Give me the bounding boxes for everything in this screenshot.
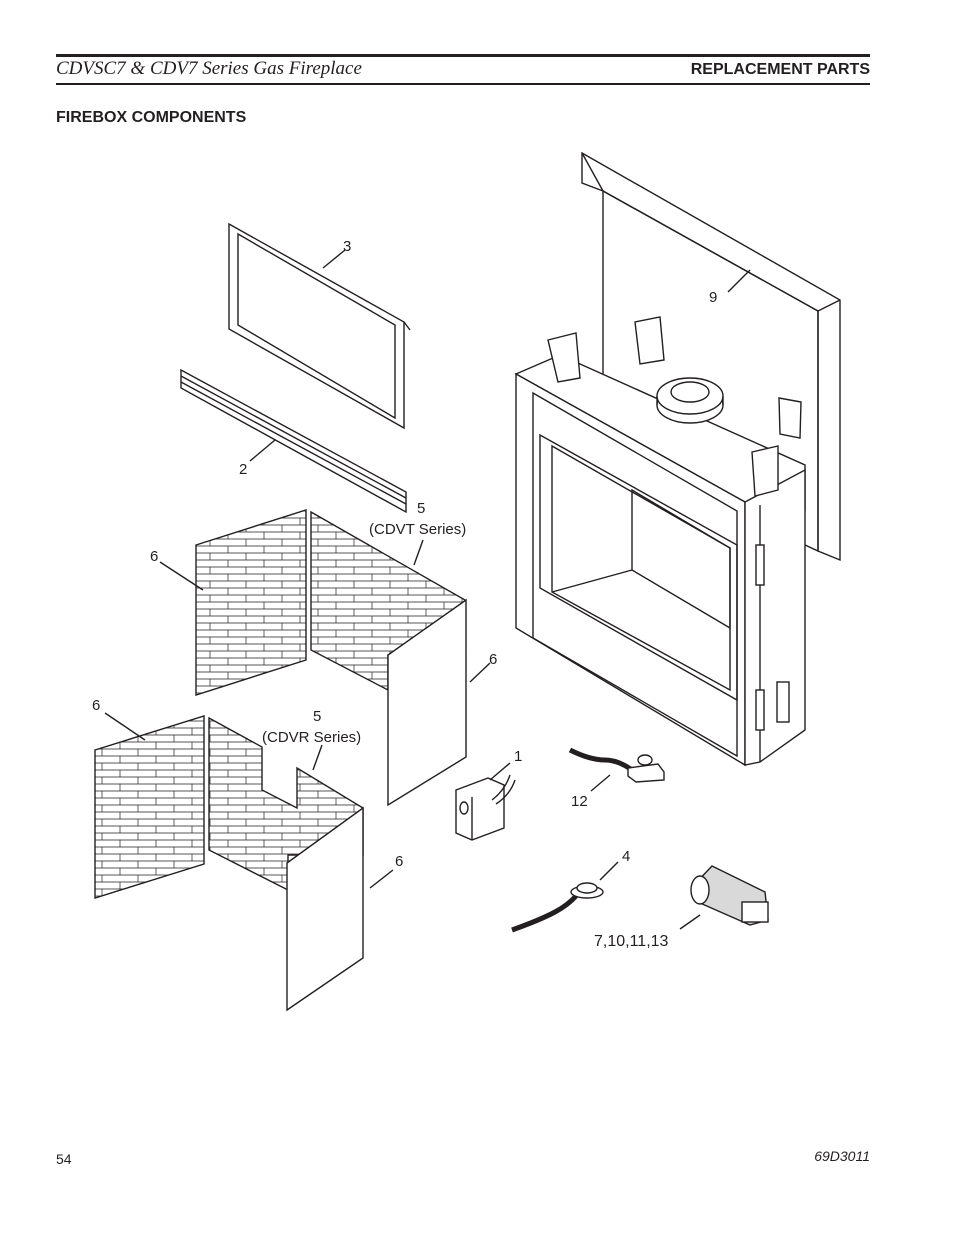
- callout-7-10-11-13: 7,10,11,13: [594, 933, 669, 950]
- callout-9: 9: [709, 289, 717, 306]
- callout-5-cdvr-series: (CDVR Series): [262, 729, 361, 746]
- thermal-switch-part-4: [511, 882, 604, 933]
- rail-part-2: [180, 368, 407, 514]
- fireplace-unit: [514, 316, 806, 767]
- callout-1: 1: [514, 748, 522, 765]
- callout-5-cdvt-series: (CDVT Series): [369, 521, 466, 538]
- section-title: REPLACEMENT PARTS: [690, 61, 870, 78]
- callout-2: 2: [239, 461, 247, 478]
- document-title: CDVSC7 & CDV7 Series Gas Fireplace: [56, 58, 362, 79]
- page-number: 54: [56, 1151, 72, 1167]
- callout-6-lower-left: 6: [92, 697, 100, 714]
- glass-frame-part-3: [228, 222, 411, 430]
- callout-12: 12: [571, 793, 588, 810]
- callout-3: 3: [343, 238, 351, 255]
- document-code: 69D3011: [814, 1148, 870, 1164]
- header-rule-top: [56, 54, 870, 57]
- subsection-title: FIREBOX COMPONENTS: [56, 109, 247, 126]
- valve-assembly-parts-7-10-11-13: [690, 865, 769, 926]
- brick-liner-cdvr: [94, 715, 364, 1012]
- brick-liner-cdvt: [195, 509, 467, 807]
- junction-box-part-1: [455, 774, 516, 841]
- leader-lines: [104, 249, 751, 930]
- callout-6-upper-right: 6: [489, 651, 497, 668]
- callout-5-cdvt-number: 5: [417, 500, 425, 517]
- sensor-part-12: [568, 747, 665, 783]
- header-rule-bottom: [56, 83, 870, 85]
- callout-5-cdvr-number: 5: [313, 708, 321, 725]
- callout-6-upper-left: 6: [150, 548, 158, 565]
- callout-labels: 3 9 2 5 (CDVT Series) 6 6 6 5 (CDVR Seri…: [92, 238, 717, 950]
- surround-panel-part-9: [581, 151, 841, 562]
- callout-4: 4: [622, 848, 630, 865]
- callout-6-lower-right: 6: [395, 853, 403, 870]
